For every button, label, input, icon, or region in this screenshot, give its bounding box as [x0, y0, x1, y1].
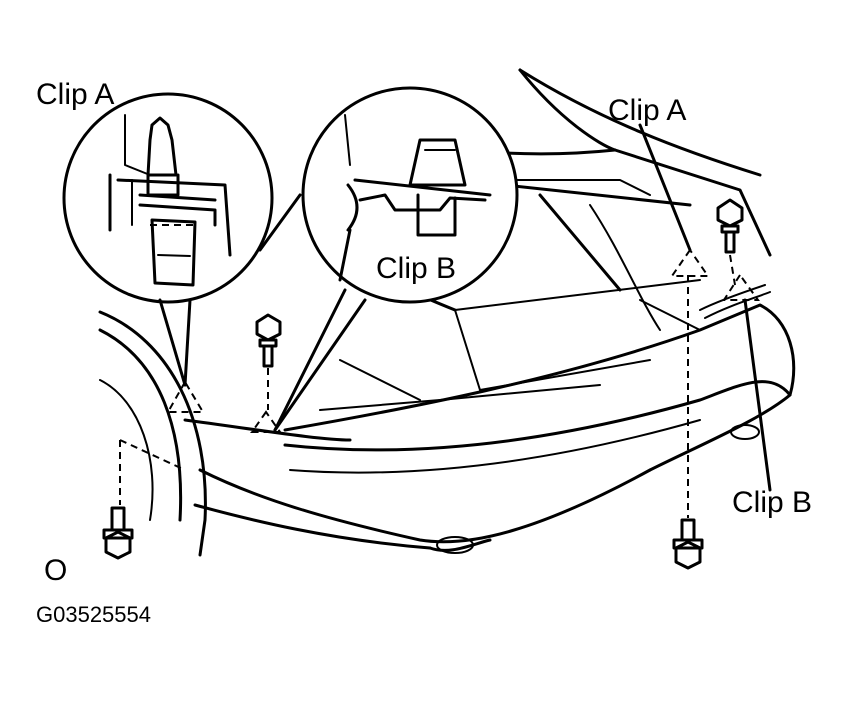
- bolt-top-left: [255, 313, 282, 410]
- rear-bumper: [183, 284, 796, 554]
- bolt-bottom-left: [102, 439, 186, 560]
- bolt-bottom-right: [672, 275, 704, 570]
- figure-code: G03525554: [36, 602, 151, 627]
- fender-outline: [98, 94, 302, 557]
- corner-mark: O: [44, 554, 68, 587]
- clip-a-label-left: Clip A: [36, 78, 115, 111]
- clip-a-label-right: Clip A: [608, 94, 687, 127]
- clip-b-detail-inset: [301, 86, 519, 304]
- callout-pointers: [158, 123, 772, 492]
- clip-a-detail-inset: [62, 92, 274, 304]
- clip-markers: [166, 248, 760, 433]
- clip-b-label-right: Clip B: [732, 486, 813, 519]
- clip-b-label-inset: Clip B: [376, 252, 457, 285]
- bolt-top-right: [716, 198, 744, 286]
